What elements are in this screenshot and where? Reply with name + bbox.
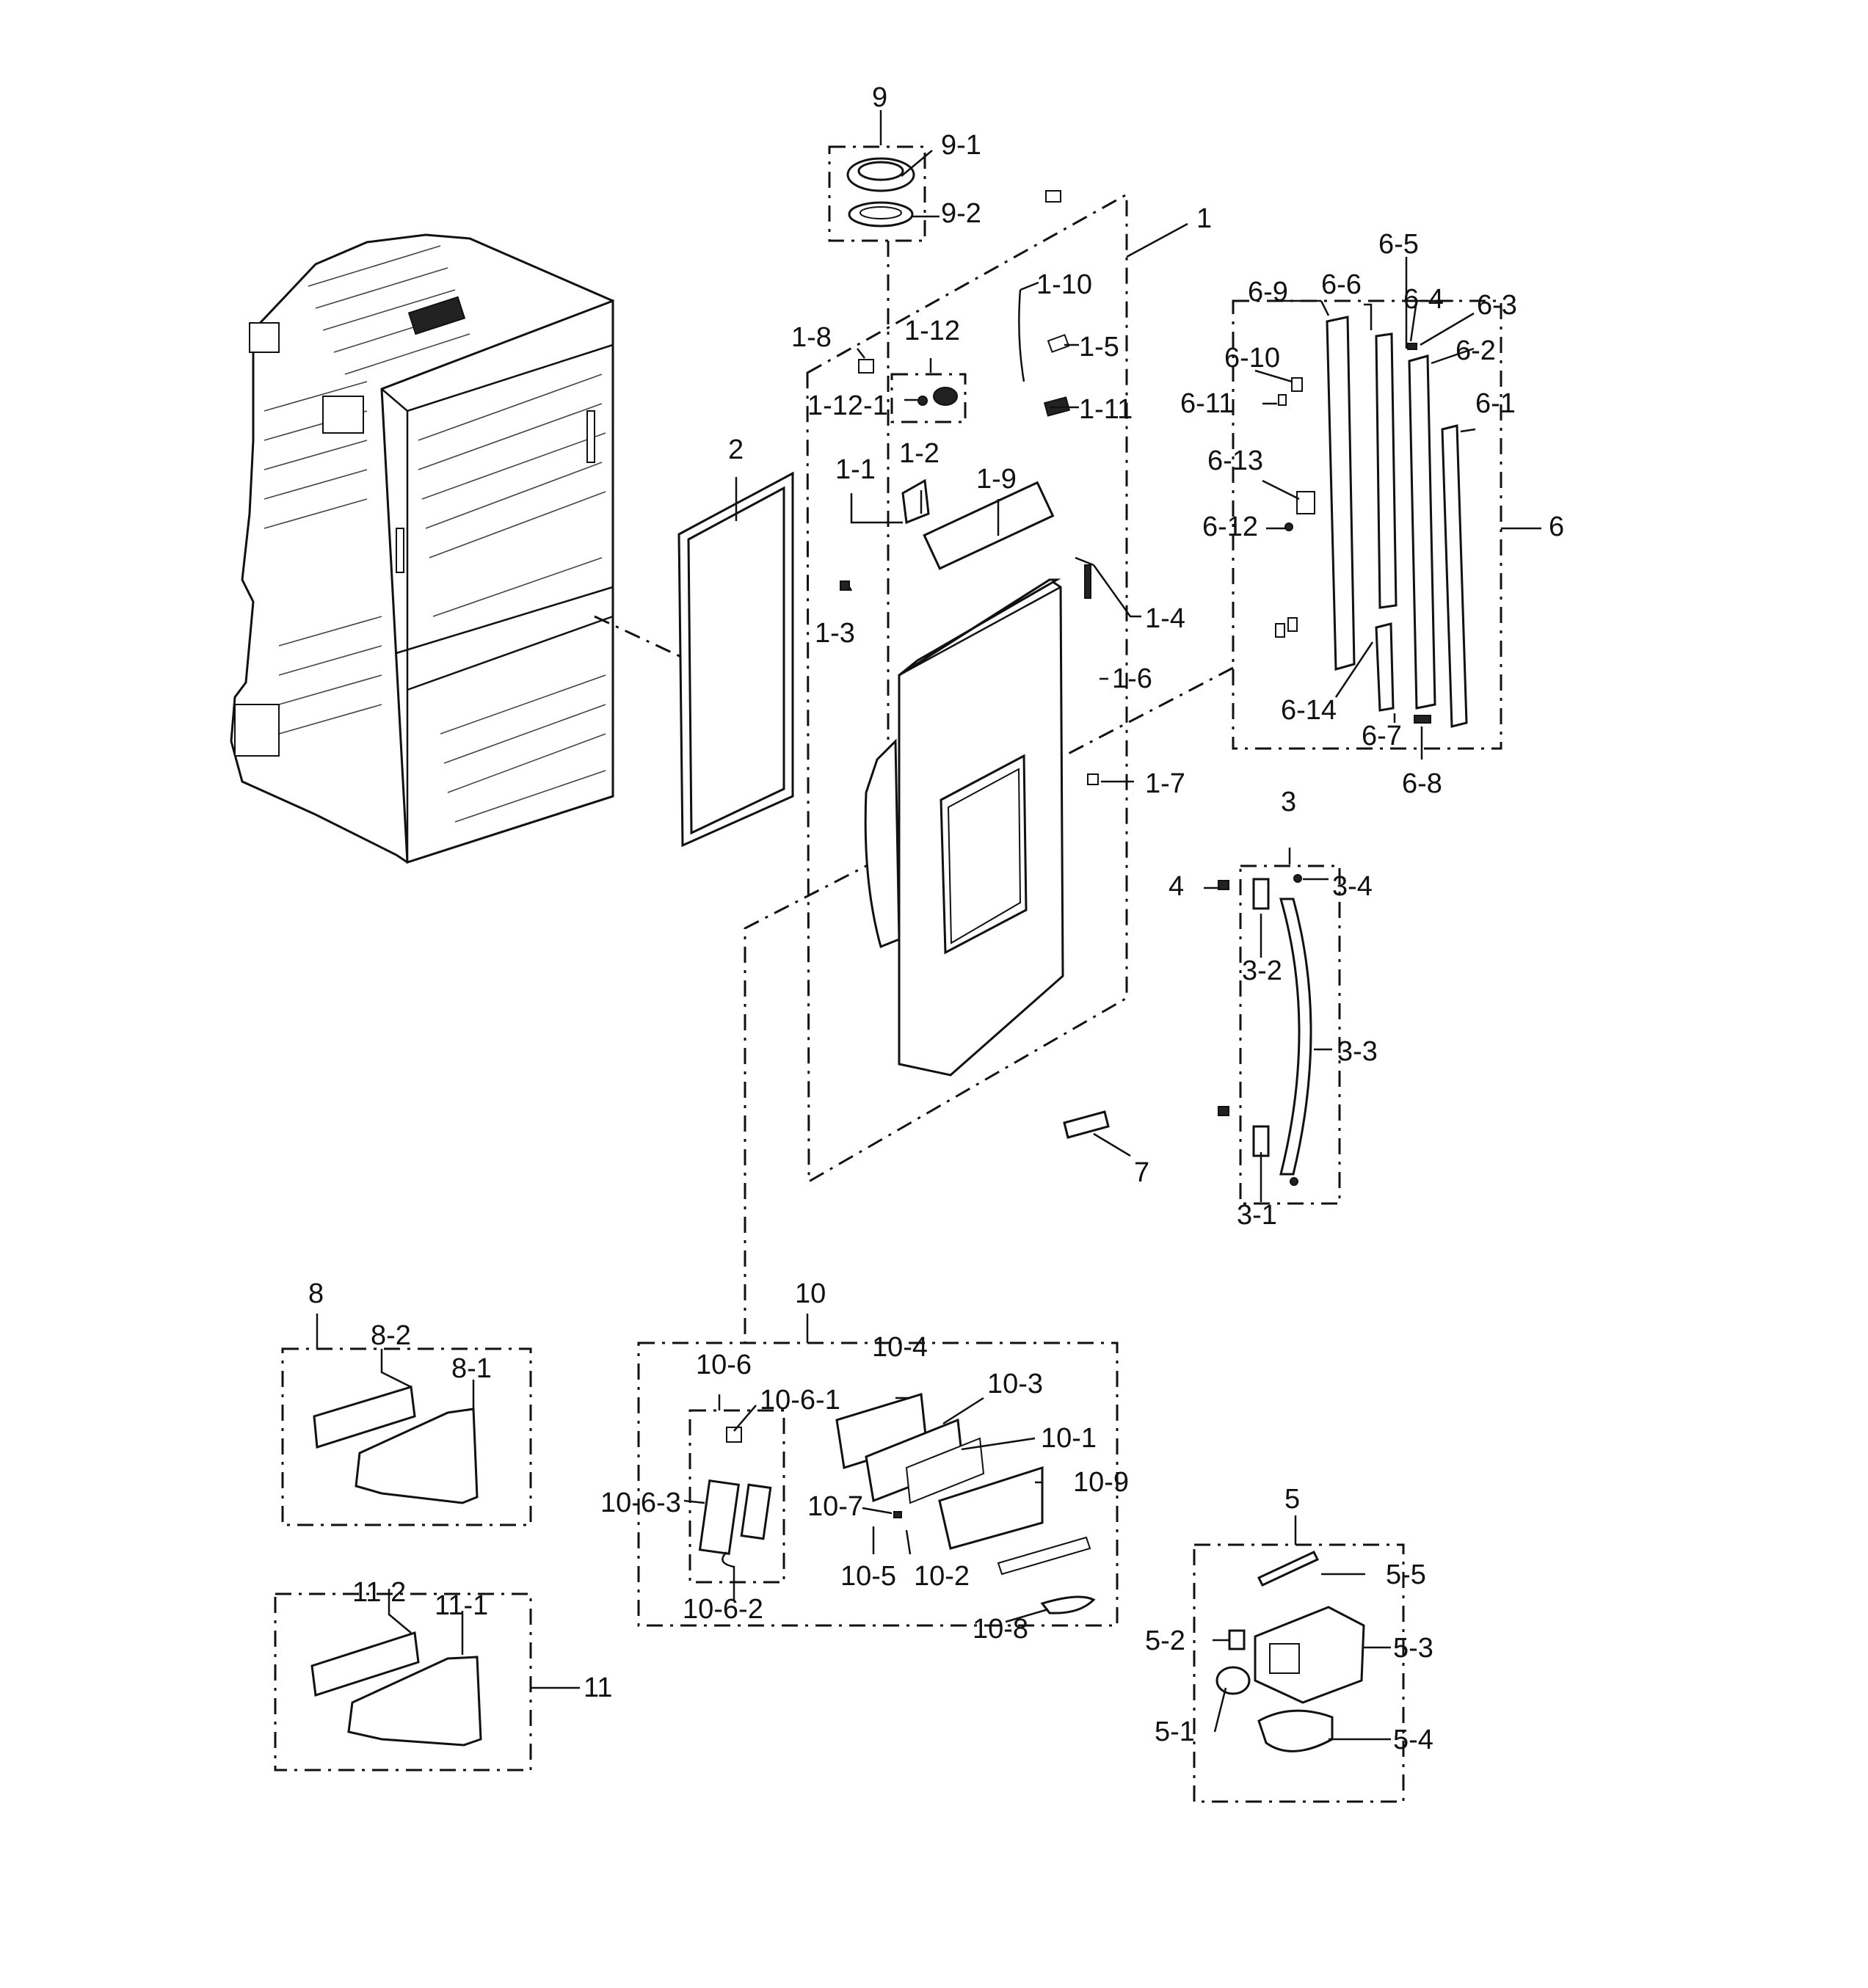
callout-6-12: 6-12 <box>1202 511 1258 542</box>
callout-6-9: 6-9 <box>1248 277 1288 307</box>
callout-5-3: 5-3 <box>1393 1633 1433 1664</box>
group-box-6 <box>1232 299 1502 750</box>
group-box-10 <box>637 1341 1119 1627</box>
part-10-dispenser-assembly <box>698 1393 1096 1614</box>
callout-3-1: 3-1 <box>1237 1200 1277 1231</box>
callout-10-6-1: 10-6-1 <box>760 1385 840 1416</box>
part-2-door-gasket <box>677 471 794 848</box>
callout-1-9: 1-9 <box>976 464 1017 495</box>
callout-7: 7 <box>1134 1157 1149 1188</box>
callout-9-2: 9-2 <box>941 198 981 229</box>
callout-1-1: 1-1 <box>835 454 876 485</box>
callout-11-1: 11-1 <box>435 1590 488 1621</box>
callout-5-5: 5-5 <box>1386 1559 1426 1590</box>
callout-4: 4 <box>1169 871 1184 902</box>
group-box-9 <box>828 145 926 242</box>
callout-10-6-2: 10-6-2 <box>683 1594 763 1625</box>
callout-10-2: 10-2 <box>914 1561 970 1592</box>
callout-10: 10 <box>795 1278 826 1309</box>
callout-1-4: 1-4 <box>1145 603 1185 634</box>
callout-1-10: 1-10 <box>1036 269 1092 300</box>
refrigerator-cabinet <box>230 233 614 864</box>
connector-line <box>594 615 760 695</box>
callout-1: 1 <box>1196 203 1212 234</box>
callout-10-4: 10-4 <box>872 1332 928 1363</box>
callout-1-8: 1-8 <box>791 322 832 353</box>
callout-3-2: 3-2 <box>1242 955 1282 986</box>
callout-8-1: 8-1 <box>451 1353 492 1384</box>
part-5-ice-maker-assembly <box>1215 1551 1365 1752</box>
group-box-3 <box>1239 864 1341 1205</box>
callout-6-7: 6-7 <box>1362 721 1402 751</box>
part-11-duct <box>310 1631 482 1747</box>
callout-10-9: 10-9 <box>1073 1467 1129 1498</box>
callout-3: 3 <box>1281 787 1296 818</box>
callout-labels: 9 9-1 9-2 1 1-10 1-5 1-11 1-8 1-12 1-12-… <box>308 82 1564 1755</box>
callout-1-12: 1-12 <box>904 316 960 346</box>
callout-5-4: 5-4 <box>1393 1725 1433 1755</box>
callout-10-3: 10-3 <box>987 1369 1043 1399</box>
callout-1-3: 1-3 <box>815 618 855 649</box>
part-9-bin-cover <box>846 157 915 227</box>
connector-line <box>744 812 970 1343</box>
part-6-door-trims <box>1275 316 1468 728</box>
callout-10-8: 10-8 <box>973 1614 1028 1645</box>
callout-3-4: 3-4 <box>1332 871 1373 902</box>
callout-1-12-1: 1-12-1 <box>807 390 888 421</box>
callout-6-10: 6-10 <box>1224 343 1280 374</box>
callout-10-5: 10-5 <box>840 1561 896 1592</box>
callout-9: 9 <box>872 82 887 113</box>
callout-11: 11 <box>584 1672 612 1703</box>
callout-11-2: 11-2 <box>352 1577 406 1608</box>
callout-6-14: 6-14 <box>1281 695 1337 726</box>
callout-5-1: 5-1 <box>1155 1716 1195 1747</box>
part-1-door-assembly <box>840 190 1110 1139</box>
callout-10-6: 10-6 <box>696 1350 752 1380</box>
callout-10-7: 10-7 <box>807 1491 863 1522</box>
callout-6-8: 6-8 <box>1402 768 1442 799</box>
callout-3-3: 3-3 <box>1337 1036 1378 1067</box>
part-8-duct <box>313 1386 479 1504</box>
group-box-11 <box>274 1592 532 1772</box>
callout-1-11: 1-11 <box>1079 394 1133 425</box>
callout-2: 2 <box>728 434 744 465</box>
callout-1-5: 1-5 <box>1079 332 1119 363</box>
callout-6-4: 6-4 <box>1403 284 1444 315</box>
group-box-1 <box>806 192 1128 1184</box>
callout-5: 5 <box>1284 1484 1300 1515</box>
callout-1-6: 1-6 <box>1112 663 1152 694</box>
callout-6-2: 6-2 <box>1455 335 1496 366</box>
group-box-10-6 <box>688 1409 785 1584</box>
callout-9-1: 9-1 <box>941 130 981 161</box>
callout-6-1: 6-1 <box>1475 388 1516 419</box>
leader-lines <box>316 110 1541 1741</box>
callout-6-5: 6-5 <box>1378 229 1419 260</box>
callout-8-2: 8-2 <box>371 1320 411 1351</box>
callout-8: 8 <box>308 1278 324 1309</box>
callout-1-2: 1-2 <box>899 438 940 469</box>
callout-6: 6 <box>1549 511 1564 542</box>
callout-1-7: 1-7 <box>1145 768 1185 799</box>
group-box-8 <box>281 1347 532 1526</box>
callout-10-6-3: 10-6-3 <box>600 1488 681 1518</box>
callout-5-2: 5-2 <box>1145 1625 1185 1656</box>
callout-10-1: 10-1 <box>1041 1423 1097 1454</box>
callout-6-3: 6-3 <box>1477 290 1517 321</box>
callout-6-13: 6-13 <box>1207 445 1263 476</box>
part-3-door-handle <box>1218 874 1312 1186</box>
group-box-5 <box>1193 1543 1405 1803</box>
callout-6-6: 6-6 <box>1321 269 1362 300</box>
group-box-1-12 <box>890 373 967 423</box>
callout-6-11: 6-11 <box>1180 388 1234 419</box>
